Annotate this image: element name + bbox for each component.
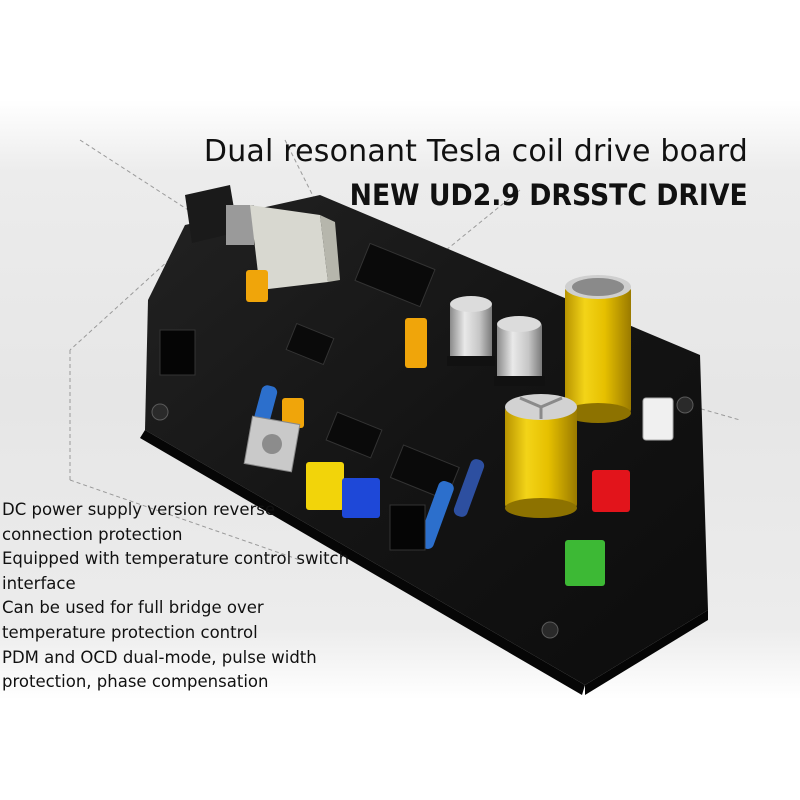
- feature-line: interface: [2, 573, 76, 593]
- title-line-2: NEW UD2.9 DRSSTC DRIVE: [349, 178, 748, 212]
- smd-capacitor-1: [447, 296, 495, 366]
- jumpers: [246, 270, 427, 428]
- feature-line: protection, phase compensation: [2, 672, 269, 692]
- feature-list: DC power supply version reverse connecti…: [2, 498, 382, 695]
- mount-hole: [676, 396, 694, 414]
- fiber-receiver: [185, 185, 340, 290]
- feature-line: PDM and OCD dual-mode, pulse width: [2, 647, 317, 667]
- feature-line: DC power supply version reverse: [2, 500, 276, 519]
- terminal-red: [592, 470, 630, 512]
- power-connector: [642, 397, 674, 441]
- feature-line: Can be used for full bridge over: [2, 598, 264, 618]
- feature-line: connection protection: [2, 524, 183, 544]
- big-capacitor-center: [505, 394, 577, 518]
- mount-hole: [541, 621, 559, 639]
- header-center: [389, 504, 426, 551]
- title-line-1: Dual resonant Tesla coil drive board: [203, 134, 748, 169]
- feature-line: Equipped with temperature control switch: [2, 549, 350, 569]
- feature-line: temperature protection control: [2, 622, 258, 642]
- terminal-blue: [342, 478, 380, 518]
- big-capacitor-right: [565, 275, 631, 423]
- terminal-green: [565, 540, 605, 586]
- mount-hole: [151, 403, 169, 421]
- potentiometer: [243, 415, 301, 473]
- terminal-yellow: [306, 462, 344, 510]
- smd-capacitor-2: [494, 316, 545, 386]
- header-left: [159, 329, 196, 376]
